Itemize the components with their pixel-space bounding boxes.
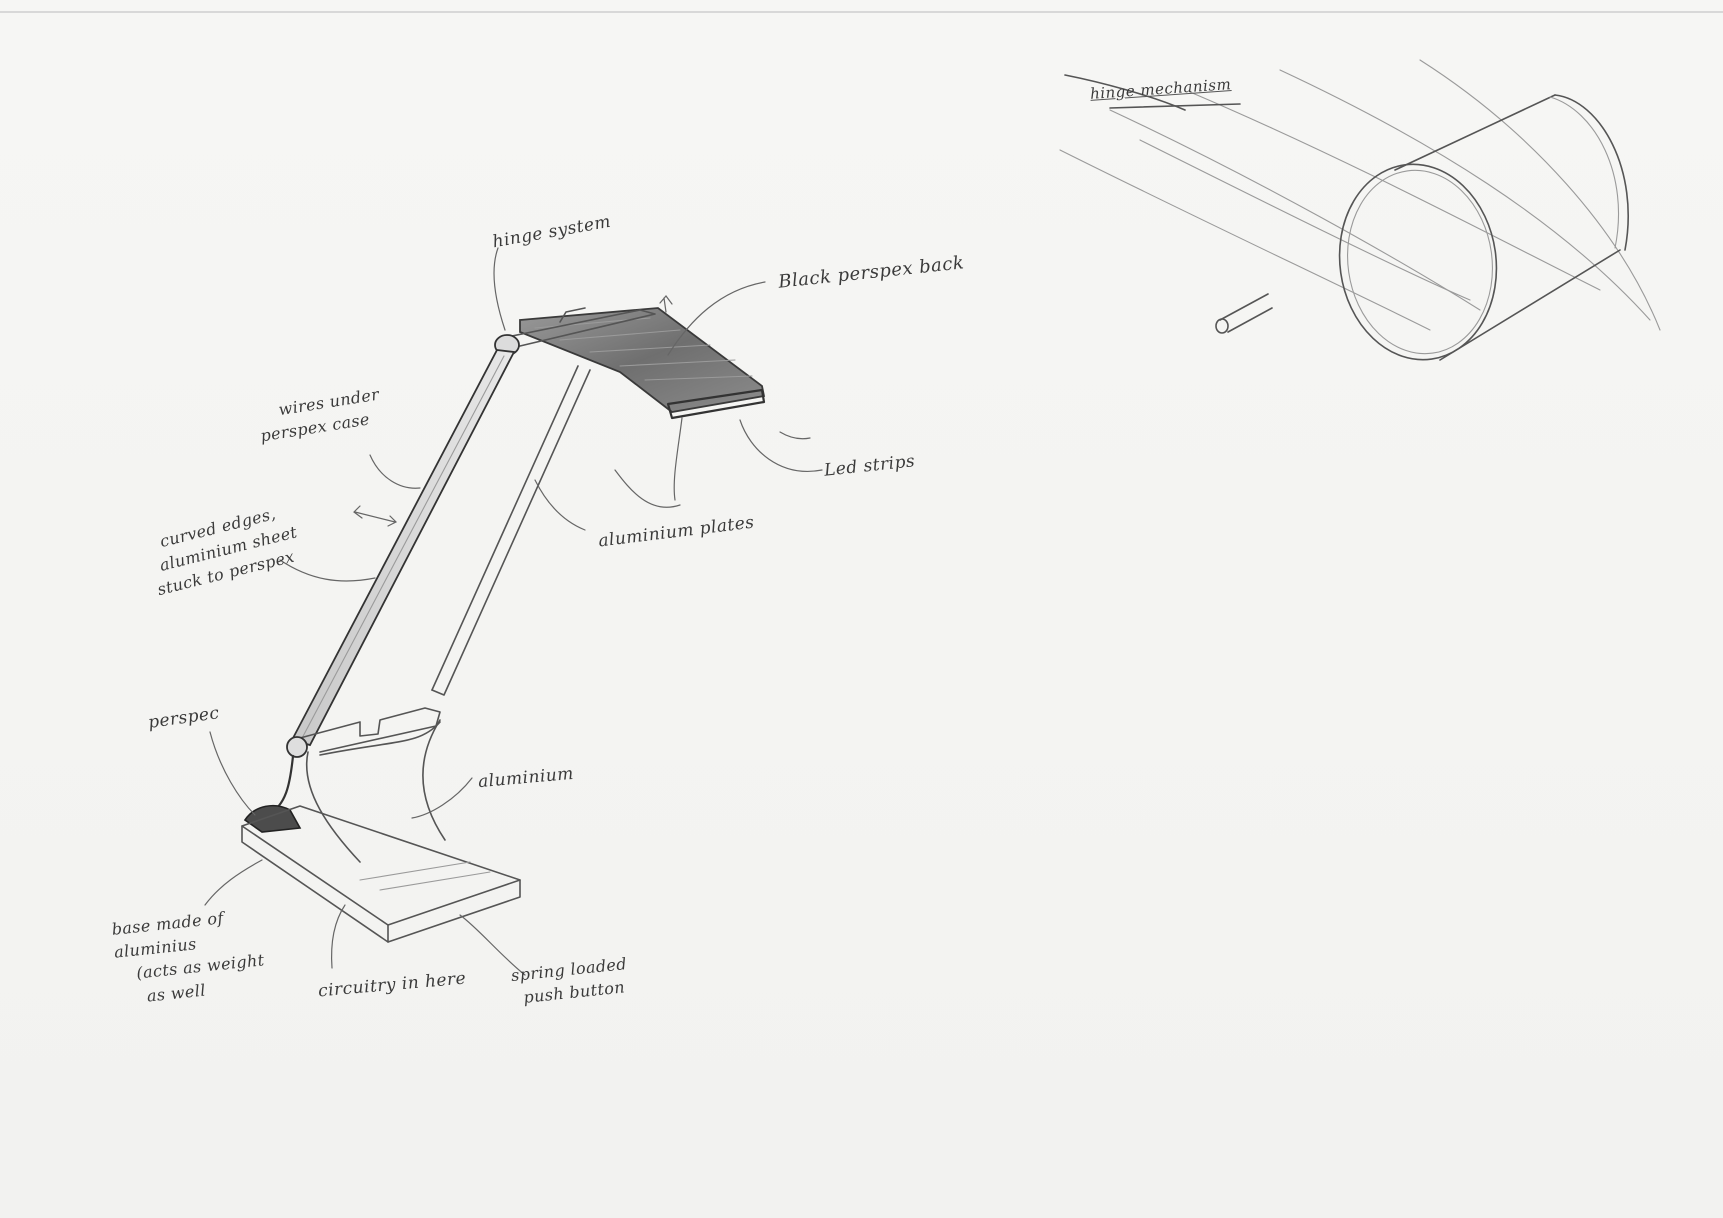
base-slab-side <box>242 826 388 942</box>
leader-lines <box>205 248 822 975</box>
cylinder-back-cap <box>1555 95 1628 250</box>
lower-hinge-knuckle <box>287 737 307 757</box>
hinge-mechanism-detail <box>1060 60 1660 370</box>
upper-arm-right-rail <box>432 366 578 690</box>
lamp-base-group <box>242 720 520 942</box>
cylinder-body <box>1395 95 1620 360</box>
aluminium-stem-front <box>307 752 360 862</box>
label-base-made-of: base made of aluminius (acts as weight a… <box>111 902 268 1010</box>
lamp-head-group <box>495 308 764 418</box>
cylinder-front-face <box>1327 154 1509 370</box>
